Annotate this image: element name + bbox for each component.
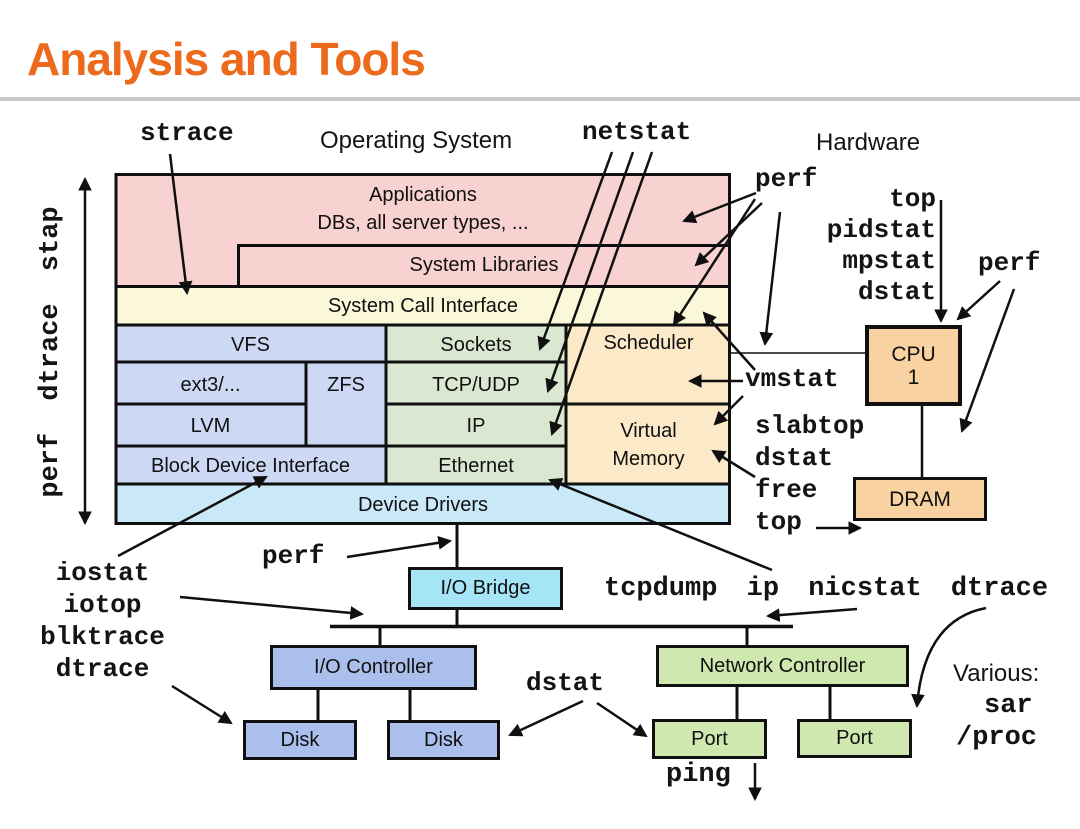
system-libraries-label: System Libraries xyxy=(409,254,559,276)
sockets-label: Sockets xyxy=(440,334,512,356)
virtual-memory-line2: Memory xyxy=(612,448,685,470)
network-controller-label: Network Controller xyxy=(699,654,866,677)
tool-net-tools: tcpdump ip nicstat dtrace xyxy=(604,574,1049,604)
arrow-dtrace-to-port2 xyxy=(911,606,987,709)
io-bridge-box: I/O Bridge xyxy=(408,567,563,610)
tool-left-vertical-stack: perf dtrace stap xyxy=(36,206,66,498)
virtual-memory-line1: Virtual xyxy=(620,420,677,442)
tool-cpu-stack: top pidstat mpstat dstat xyxy=(796,184,936,308)
tool-strace: strace xyxy=(140,118,234,148)
tool-perf-bottom: perf xyxy=(262,541,325,571)
port-label-1: Port xyxy=(691,727,728,750)
dram-label: DRAM xyxy=(889,487,951,511)
operating-system-label: Operating System xyxy=(320,127,513,154)
applications-sub-label: DBs, all server types, ... xyxy=(317,212,529,234)
tool-iotop: iotop xyxy=(63,590,142,620)
arrow-perf-to-cpuline xyxy=(759,211,782,347)
tool-dstat-mem: dstat xyxy=(755,443,834,473)
tcp-udp-label: TCP/UDP xyxy=(432,374,520,396)
tool-proc: /proc xyxy=(956,723,1038,753)
hardware-label: Hardware xyxy=(816,129,921,156)
tool-perf-right: perf xyxy=(978,248,1041,278)
arrow-dstat-to-disk2 xyxy=(508,699,584,737)
tool-vmstat: vmstat xyxy=(745,364,839,394)
tool-io-stack: iostat iotop blktrace dtrace xyxy=(20,557,185,685)
tool-iostat: iostat xyxy=(55,558,150,588)
io-controller-box: I/O Controller xyxy=(270,645,477,690)
tool-top-mem: top xyxy=(755,507,802,537)
tool-perf-top: perf xyxy=(755,164,818,194)
tool-free: free xyxy=(755,475,818,505)
block-device-interface-label: Block Device Interface xyxy=(151,455,350,477)
tool-sar: sar xyxy=(984,691,1033,721)
tool-pidstat: pidstat xyxy=(826,215,936,245)
arrow-dtrace-to-disk1 xyxy=(171,684,233,725)
tool-dstat: dstat xyxy=(857,277,936,307)
ethernet-label: Ethernet xyxy=(438,455,514,477)
io-controller-label: I/O Controller xyxy=(314,656,433,678)
port-box-2: Port xyxy=(797,719,912,758)
tool-mpstat: mpstat xyxy=(842,246,936,276)
arrow-perfright-to-cpu xyxy=(956,280,1001,321)
device-drivers-label: Device Drivers xyxy=(357,494,489,516)
lvm-label: LVM xyxy=(190,415,231,437)
page-title: Analysis and Tools xyxy=(27,33,426,85)
port-box-1: Port xyxy=(652,719,767,759)
port-label-2: Port xyxy=(836,727,873,749)
virtual-memory-label: Virtual Memory xyxy=(566,417,731,473)
tool-dstat-bottom: dstat xyxy=(526,668,605,698)
cpu-number: 1 xyxy=(907,365,920,389)
cpu-box: CPU 1 xyxy=(865,325,962,406)
tool-top: top xyxy=(889,184,936,214)
system-call-interface-label: System Call Interface xyxy=(327,295,519,317)
tool-blktrace: blktrace xyxy=(40,622,165,652)
disk-box-1: Disk xyxy=(243,720,357,760)
ip-label: IP xyxy=(466,415,486,437)
various-label: Various: xyxy=(953,660,1040,687)
arrow-dstat-to-port1 xyxy=(596,701,648,738)
arrow-perfright-to-dram xyxy=(959,288,1016,433)
ext3-label: ext3/... xyxy=(180,374,241,396)
vfs-label: VFS xyxy=(231,334,270,356)
disk-label-2: Disk xyxy=(424,728,463,751)
zfs-label: ZFS xyxy=(327,374,365,396)
network-controller-box: Network Controller xyxy=(656,645,909,687)
disk-label-1: Disk xyxy=(280,728,320,751)
tool-ping: ping xyxy=(666,760,731,790)
scheduler-label: Scheduler xyxy=(603,332,694,354)
title-divider xyxy=(0,97,1080,101)
tool-slabtop: slabtop xyxy=(755,411,865,441)
disk-box-2: Disk xyxy=(387,720,500,760)
arrow-nettools-to-bus xyxy=(765,607,858,622)
applications-label: Applications xyxy=(369,184,477,206)
io-bridge-label: I/O Bridge xyxy=(440,577,531,599)
cpu-label: CPU xyxy=(891,342,936,366)
arrow-perfbottom-to-bridge xyxy=(346,536,453,559)
arrow-iostat-to-bus xyxy=(179,595,365,620)
tool-netstat: netstat xyxy=(582,117,692,147)
tool-mem-stack: slabtop dstat free top xyxy=(755,410,864,538)
tool-dtrace-io: dtrace xyxy=(55,654,150,684)
dram-box: DRAM xyxy=(853,477,987,521)
